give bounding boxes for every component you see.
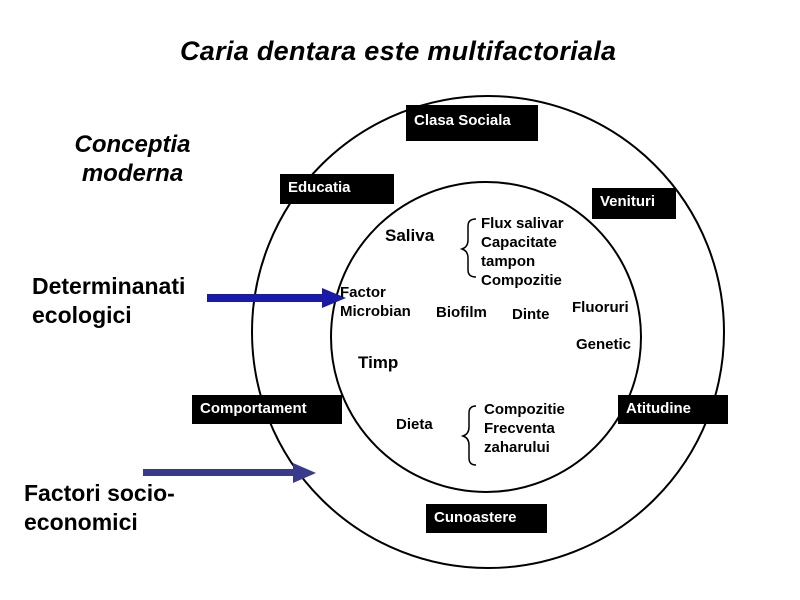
dieta-item: zaharului — [484, 439, 550, 456]
box-educatia: Educatia — [280, 174, 394, 204]
brace-saliva — [459, 218, 477, 278]
saliva-item: Flux salivar — [481, 215, 564, 232]
saliva-item: tampon — [481, 253, 536, 270]
box-venituri: Venituri — [592, 188, 676, 219]
dieta-list: Compozitie Frecventa zaharului — [484, 400, 565, 457]
label-timp: Timp — [358, 353, 399, 372]
label-fluoruri: Fluoruri — [572, 299, 629, 316]
dieta-item: Compozitie — [484, 401, 565, 418]
ecological-line-2: ecologici — [32, 302, 132, 328]
box-cunoastere: Cunoastere — [426, 504, 547, 533]
label-factor-microbian: Factor Microbian — [340, 283, 411, 321]
inner-circle — [330, 181, 642, 493]
box-clasa-sociala: Clasa Sociala — [406, 105, 538, 141]
arrow-socio-economic — [143, 463, 316, 483]
socio-economic-label: Factori socio- economici — [24, 479, 175, 537]
saliva-item: Capacitate — [481, 234, 557, 251]
concept-line-2: moderna — [81, 160, 184, 187]
ecological-label: Determinanati ecologici — [32, 272, 185, 330]
socio-line-1: Factori socio- — [24, 480, 175, 506]
dieta-item: Frecventa — [484, 420, 555, 437]
page-title: Caria dentara este multifactoriala — [180, 36, 617, 66]
box-atitudine: Atitudine — [618, 395, 728, 424]
saliva-list: Flux salivar Capacitate tampon Compoziti… — [481, 214, 564, 290]
box-comportament: Comportament — [192, 395, 342, 424]
label-dinte: Dinte — [512, 306, 550, 323]
ecological-line-1: Determinanati — [32, 273, 186, 299]
factor-line-2: Microbian — [340, 303, 411, 320]
socio-line-2: economici — [24, 509, 138, 535]
concept-label: Conceptia moderna — [60, 130, 205, 188]
label-genetic: Genetic — [576, 336, 632, 353]
arrow-ecological — [207, 288, 346, 308]
saliva-item: Compozitie — [481, 272, 562, 289]
label-biofilm: Biofilm — [436, 304, 487, 321]
concept-line-1: Conceptia — [74, 131, 191, 158]
label-saliva: Saliva — [385, 226, 435, 245]
outer-circle — [251, 95, 725, 569]
brace-dieta — [460, 405, 477, 466]
label-dieta: Dieta — [396, 416, 433, 433]
factor-line-1: Factor — [340, 284, 386, 301]
